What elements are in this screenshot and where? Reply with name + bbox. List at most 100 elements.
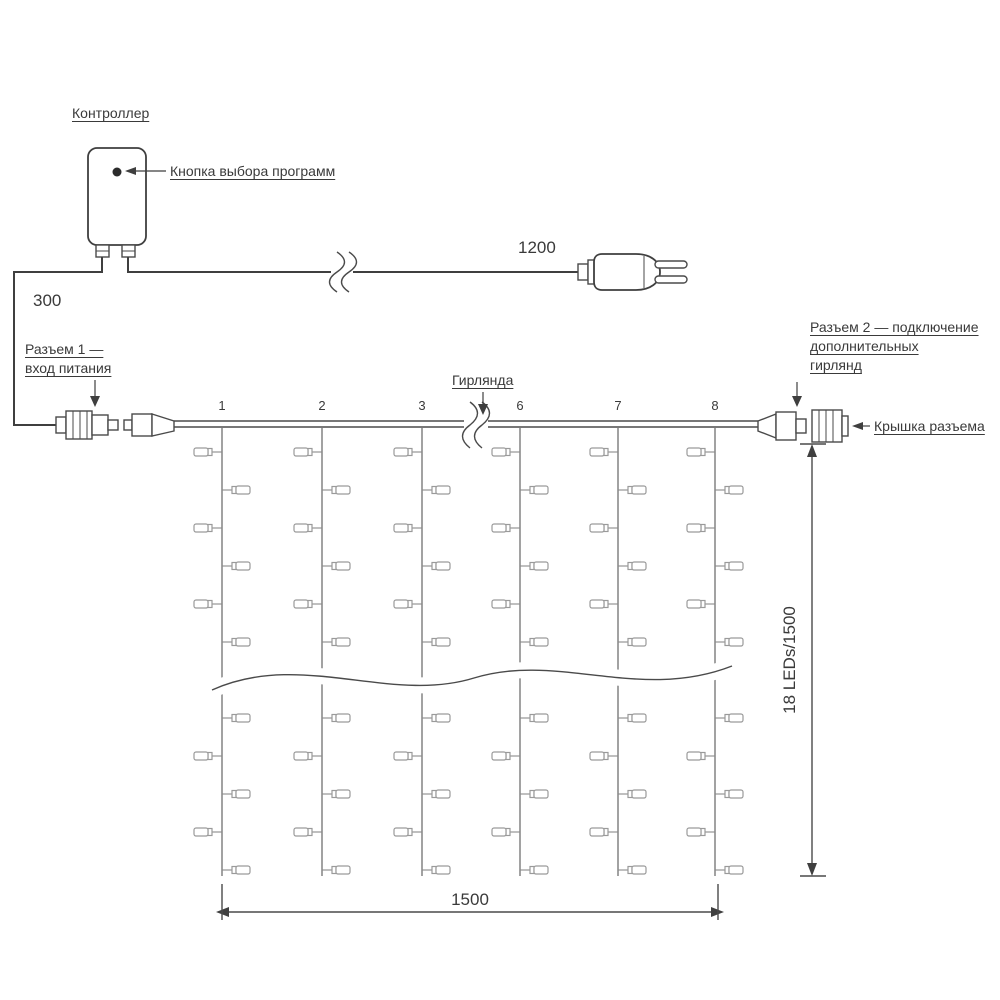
- led-module: [491, 827, 507, 837]
- arrow-up-icon: [807, 444, 817, 457]
- led-module: [533, 485, 549, 495]
- cable-length-300: 300: [33, 291, 62, 310]
- led-module: [235, 637, 251, 647]
- connector2-pointer-icon: [792, 396, 802, 407]
- led-module: [435, 789, 451, 799]
- led-module: [193, 827, 209, 837]
- led-module: [631, 789, 647, 799]
- drop-number: 2: [318, 398, 326, 413]
- led-module: [533, 789, 549, 799]
- led-module: [589, 827, 605, 837]
- led-module: [728, 865, 744, 875]
- input-cable: [13, 257, 103, 426]
- connector2-label: Разъем 2 — подключение дополнительных ги…: [810, 319, 979, 373]
- garland-label: Гирлянда: [452, 372, 514, 388]
- led-module: [589, 447, 605, 457]
- led-module: [435, 637, 451, 647]
- led-module: [589, 751, 605, 761]
- led-module: [686, 523, 702, 533]
- led-module: [335, 561, 351, 571]
- controller: [87, 147, 147, 258]
- led-module: [631, 637, 647, 647]
- led-module: [686, 827, 702, 837]
- led-module: [435, 865, 451, 875]
- led-module: [335, 713, 351, 723]
- led-module: [335, 637, 351, 647]
- led-module: [193, 523, 209, 533]
- garland-drop: [686, 428, 744, 876]
- led-module: [533, 637, 549, 647]
- led-module: [491, 523, 507, 533]
- connector1-pointer-icon: [90, 396, 100, 407]
- led-module: [491, 447, 507, 457]
- led-holder: [207, 751, 213, 761]
- led-module: [631, 713, 647, 723]
- drop-number: 6: [516, 398, 524, 413]
- led-module: [393, 827, 409, 837]
- led-module: [631, 865, 647, 875]
- led-module: [293, 523, 309, 533]
- led-module: [393, 751, 409, 761]
- garland-drop: [491, 428, 549, 876]
- connector1-label: Разъем 1 — вход питания: [25, 341, 112, 376]
- plug-prong: [654, 275, 688, 284]
- connector-cap-label: Крышка разъема: [874, 418, 985, 434]
- led-module: [435, 561, 451, 571]
- controller-box: [87, 147, 147, 246]
- led-module: [193, 599, 209, 609]
- cable-length-1200: 1200: [518, 238, 556, 257]
- led-module: [686, 599, 702, 609]
- vertical-dimension: 18 LEDs/1500: [780, 443, 826, 877]
- garland-wire: [174, 401, 758, 449]
- led-module: [589, 523, 605, 533]
- led-module: [293, 827, 309, 837]
- led-module: [728, 637, 744, 647]
- power-plug: [577, 253, 688, 291]
- led-holder: [207, 523, 213, 533]
- led-module: [293, 599, 309, 609]
- leader-arrows: [90, 167, 870, 430]
- led-module: [728, 485, 744, 495]
- garland-drop: [393, 428, 451, 876]
- connector-2: [757, 409, 849, 443]
- led-module: [235, 485, 251, 495]
- led-module: [435, 485, 451, 495]
- wave-line: [211, 665, 733, 691]
- led-module: [631, 561, 647, 571]
- led-module: [393, 523, 409, 533]
- drop-number: 8: [711, 398, 719, 413]
- led-module: [686, 447, 702, 457]
- drop-number: 1: [218, 398, 226, 413]
- led-module: [491, 599, 507, 609]
- plug-prong: [654, 260, 688, 269]
- program-button-dot: [112, 167, 122, 177]
- led-module: [193, 447, 209, 457]
- led-module: [728, 713, 744, 723]
- led-module: [235, 561, 251, 571]
- led-module: [728, 561, 744, 571]
- connector-1: [55, 410, 175, 440]
- horizontal-dimension-label: 1500: [451, 890, 489, 909]
- led-holder: [207, 599, 213, 609]
- led-module: [235, 865, 251, 875]
- program-button-label: Кнопка выбора программ: [170, 163, 336, 179]
- plug-body: [593, 253, 661, 291]
- drop-number: 3: [418, 398, 426, 413]
- connector-cap: [811, 409, 843, 443]
- garland-drop: [193, 428, 251, 876]
- led-module: [335, 865, 351, 875]
- cable-break-mark: [340, 251, 358, 293]
- horizontal-dimension: [216, 884, 724, 920]
- led-module: [235, 713, 251, 723]
- vertical-dimension-label: 18 LEDs/1500: [780, 606, 799, 714]
- controller-label: Контроллер: [72, 105, 150, 121]
- led-module: [193, 751, 209, 761]
- garland-drop: [293, 428, 351, 876]
- drop-number: 7: [614, 398, 622, 413]
- length-break-wave: [208, 658, 735, 698]
- led-module: [293, 751, 309, 761]
- led-module: [435, 713, 451, 723]
- led-module: [589, 599, 605, 609]
- led-module: [686, 751, 702, 761]
